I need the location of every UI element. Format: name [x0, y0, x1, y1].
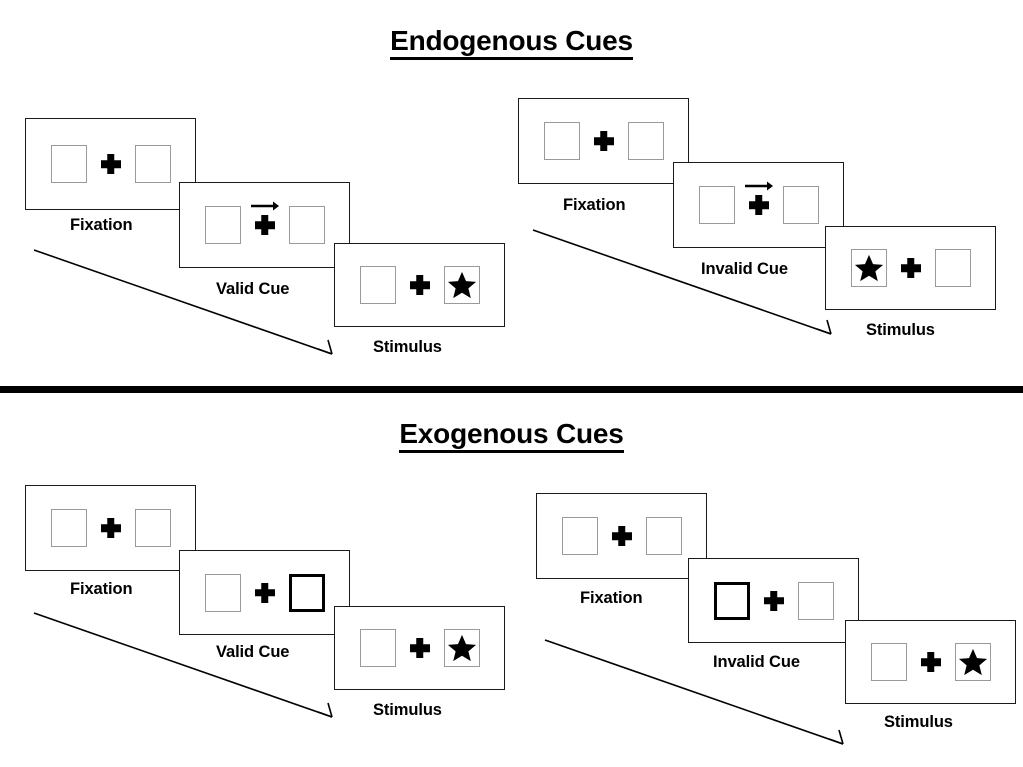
panel-content [537, 494, 706, 578]
sequence-arrow-endogenous-invalid [531, 228, 843, 344]
fixation-cross-wrap [598, 526, 646, 546]
target-box-right [934, 249, 971, 287]
target-box-left [359, 266, 396, 304]
right-arrow-icon [250, 200, 280, 212]
right-arrow-icon [744, 180, 774, 192]
panel-content [335, 244, 504, 326]
target-box-right [645, 517, 682, 555]
plus-icon [764, 591, 784, 611]
panel-endogenous-invalid-stimulus [825, 226, 996, 310]
target-box-left [698, 186, 735, 224]
panel-exogenous-valid-fixation [25, 485, 196, 571]
section-title-endogenous: Endogenous Cues [0, 25, 1023, 60]
fixation-cross-wrap [580, 131, 628, 151]
target-box-right-cued [288, 573, 325, 612]
caption-exogenous-invalid-stimulus: Stimulus [884, 713, 953, 731]
panel-exogenous-invalid-fixation [536, 493, 707, 579]
panel-content [689, 559, 858, 642]
plus-icon [101, 154, 121, 174]
target-box-left [50, 509, 87, 547]
target-box-right [443, 266, 480, 304]
plus-icon [749, 195, 769, 215]
sequence-arrow-exogenous-valid [32, 611, 344, 727]
target-box-right [797, 581, 834, 620]
panel-endogenous-invalid-cue [673, 162, 844, 248]
fixation-cross-wrap [907, 652, 955, 672]
target-box-left [870, 643, 907, 681]
panel-endogenous-invalid-fixation [518, 98, 689, 184]
target-box-left [204, 573, 241, 612]
sequence-arrow-exogenous-invalid [543, 638, 855, 754]
target-box-right [782, 186, 819, 224]
target-box-right [627, 122, 664, 160]
caption-endogenous-invalid-cue: Invalid Cue [701, 260, 788, 278]
plus-icon [410, 275, 430, 295]
panel-exogenous-invalid-stimulus [845, 620, 1016, 704]
fixation-cross-wrap [241, 201, 289, 235]
panel-content [335, 607, 504, 689]
fixation-cross-wrap [396, 638, 444, 658]
panel-endogenous-valid-fixation [25, 118, 196, 210]
plus-icon [594, 131, 614, 151]
caption-endogenous-invalid-fixation: Fixation [563, 196, 626, 214]
panel-content [519, 99, 688, 183]
panel-endogenous-valid-stimulus [334, 243, 505, 327]
section-divider [0, 386, 1023, 393]
caption-endogenous-valid-fixation: Fixation [70, 216, 133, 234]
caption-endogenous-valid-stimulus: Stimulus [373, 338, 442, 356]
fixation-cross-wrap [87, 154, 135, 174]
panel-content [180, 551, 349, 634]
section-title-exogenous: Exogenous Cues [0, 418, 1023, 453]
caption-endogenous-invalid-stimulus: Stimulus [866, 321, 935, 339]
target-box-left [543, 122, 580, 160]
plus-icon [255, 215, 275, 235]
panel-content [26, 119, 195, 209]
plus-icon [255, 583, 275, 603]
plus-icon [921, 652, 941, 672]
fixation-cross-wrap [396, 275, 444, 295]
panel-exogenous-valid-cue [179, 550, 350, 635]
target-box-left [50, 145, 87, 183]
target-box-left [204, 206, 241, 244]
caption-exogenous-valid-cue: Valid Cue [216, 643, 290, 661]
fixation-cross-wrap [750, 591, 798, 611]
fixation-cross-wrap [735, 181, 783, 215]
target-box-left [850, 249, 887, 287]
target-box-left-cued [713, 581, 750, 620]
fixation-cross-wrap [241, 583, 289, 603]
star-icon [447, 633, 477, 663]
star-icon [854, 253, 884, 283]
plus-icon [410, 638, 430, 658]
panel-content [180, 183, 349, 267]
target-box-left [359, 629, 396, 667]
caption-endogenous-valid-cue: Valid Cue [216, 280, 290, 298]
target-box-left [561, 517, 598, 555]
plus-icon [101, 518, 121, 538]
section-title-exogenous-text: Exogenous Cues [399, 418, 624, 453]
star-icon [447, 270, 477, 300]
fixation-cross-wrap [87, 518, 135, 538]
plus-icon [612, 526, 632, 546]
panel-content [26, 486, 195, 570]
panel-exogenous-invalid-cue [688, 558, 859, 643]
target-box-right [443, 629, 480, 667]
sequence-arrow-endogenous-valid [32, 248, 344, 364]
caption-exogenous-valid-fixation: Fixation [70, 580, 133, 598]
target-box-right [288, 206, 325, 244]
panel-exogenous-valid-stimulus [334, 606, 505, 690]
caption-exogenous-invalid-cue: Invalid Cue [713, 653, 800, 671]
target-box-right [134, 509, 171, 547]
panel-content [674, 163, 843, 247]
panel-content [826, 227, 995, 309]
caption-exogenous-valid-stimulus: Stimulus [373, 701, 442, 719]
panel-endogenous-valid-cue [179, 182, 350, 268]
star-icon [958, 647, 988, 677]
target-box-right [134, 145, 171, 183]
fixation-cross-wrap [887, 258, 935, 278]
target-box-right [954, 643, 991, 681]
section-title-endogenous-text: Endogenous Cues [390, 25, 633, 60]
plus-icon [901, 258, 921, 278]
panel-content [846, 621, 1015, 703]
caption-exogenous-invalid-fixation: Fixation [580, 589, 643, 607]
